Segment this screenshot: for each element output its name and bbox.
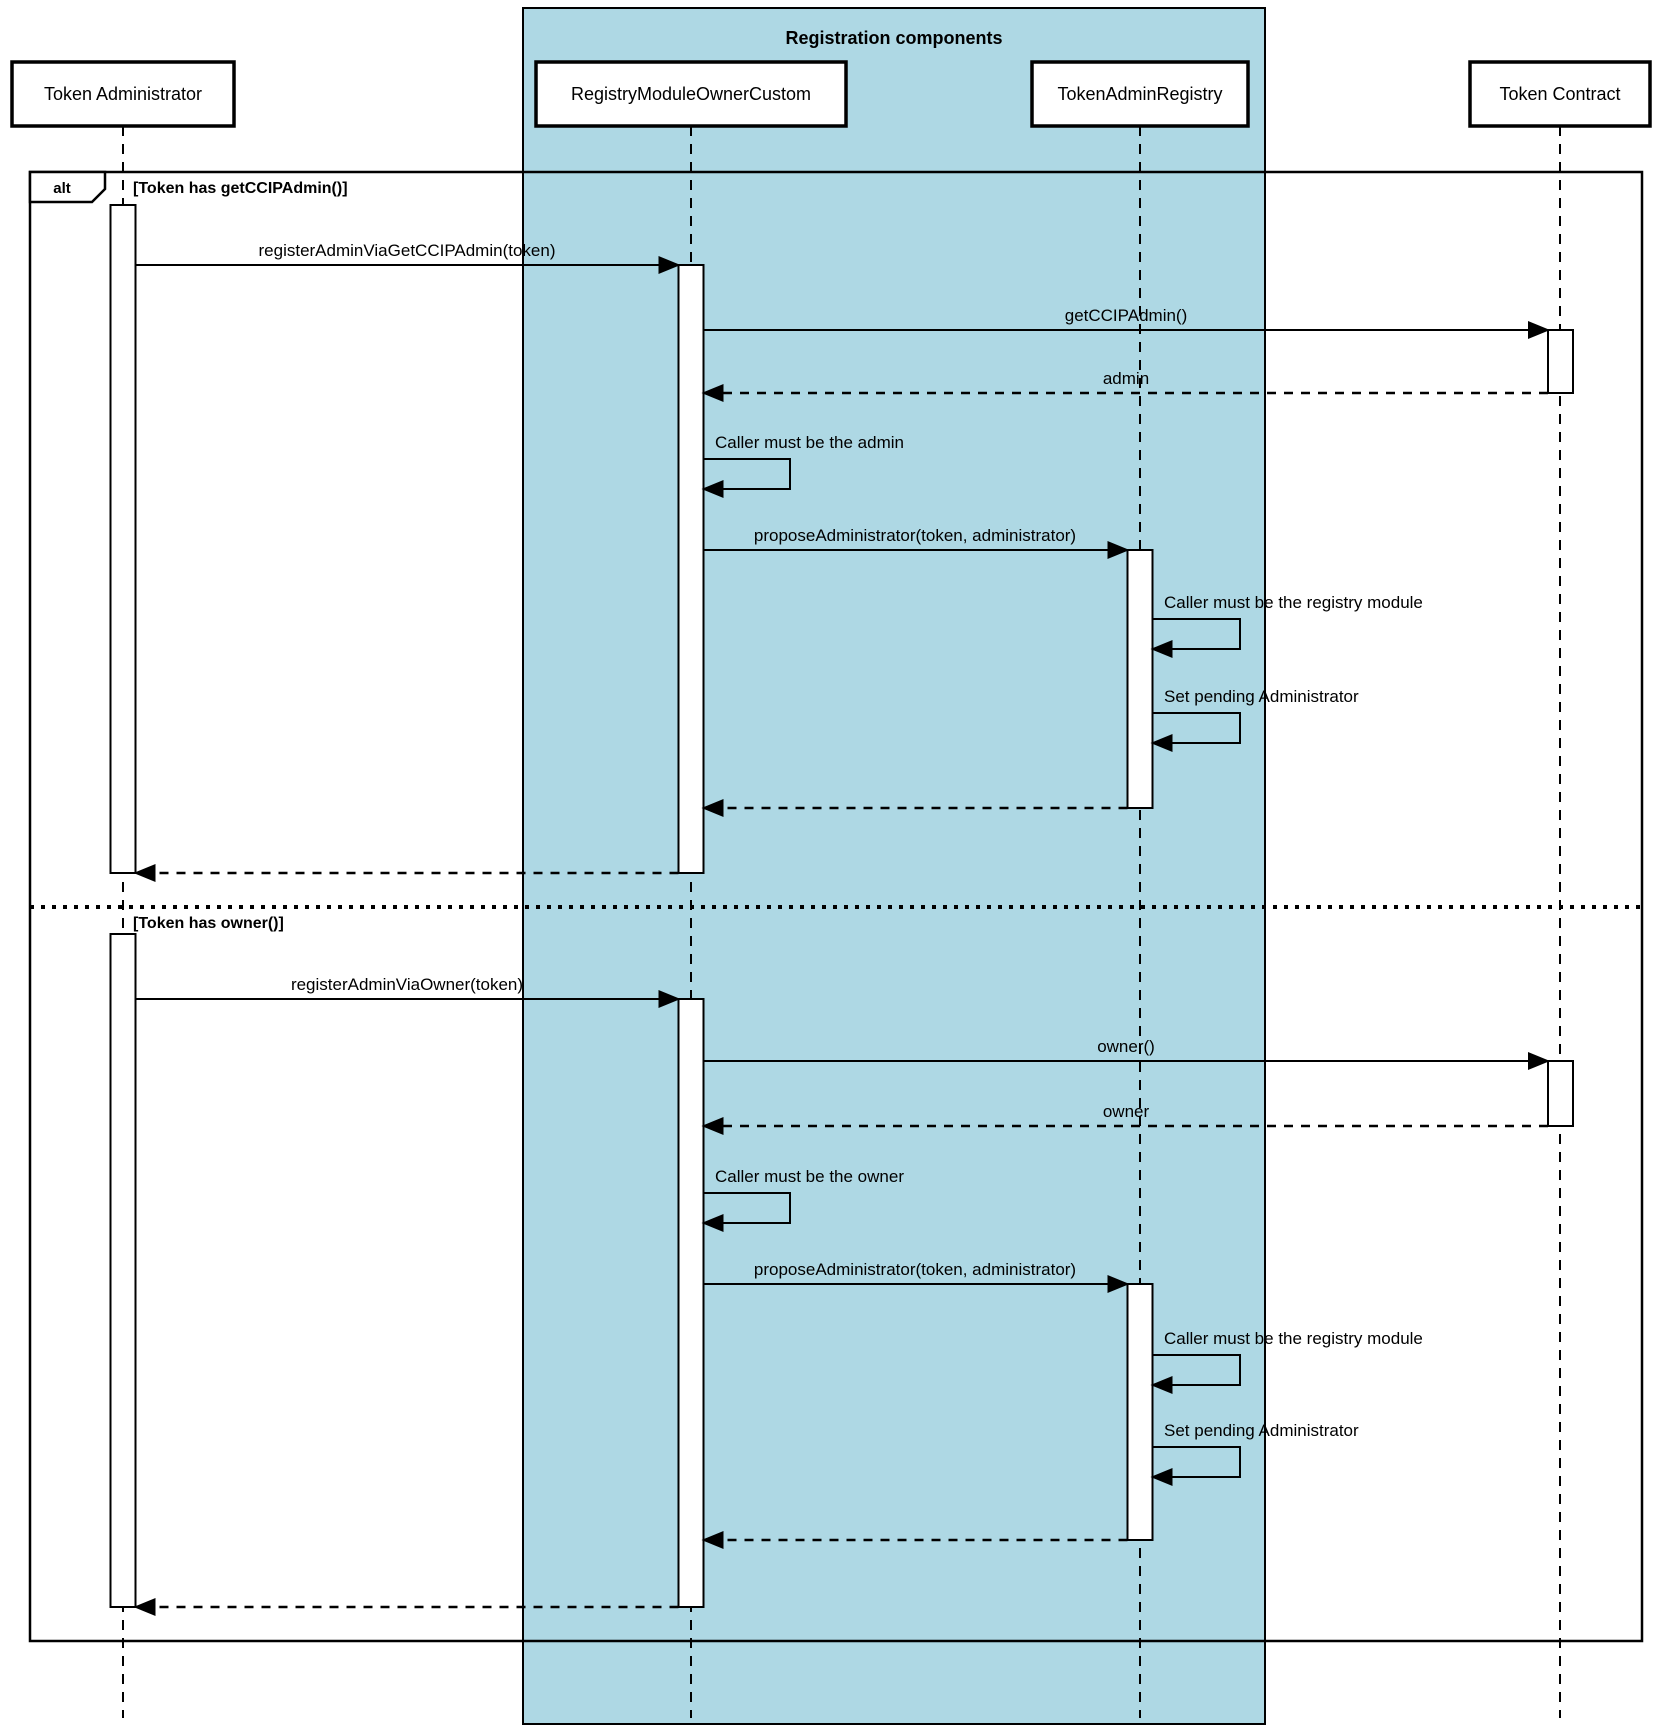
self-message-arrow	[1150, 712, 1241, 752]
participant-box	[1030, 60, 1250, 128]
message-label: registerAdminViaOwner(token)	[291, 975, 523, 994]
message-label: Caller must be the admin	[715, 433, 904, 452]
self-message-caller-must-be-admin: Caller must be the admin	[701, 433, 904, 498]
alt-operator-pentagon	[28, 170, 107, 204]
self-message-arrow	[1150, 1354, 1241, 1394]
message-label: Set pending Administrator	[1164, 1421, 1359, 1440]
guard-token-has-getccipadmin: [Token has getCCIPAdmin()]	[133, 180, 348, 197]
participant-token-admin-registry: TokenAdminRegistry	[1030, 60, 1250, 128]
alt-operator-label: alt	[53, 180, 71, 197]
activation-token-contract-2	[1547, 1060, 1574, 1127]
message-label: owner()	[1097, 1037, 1155, 1056]
participant-box	[534, 60, 848, 128]
message-label: Caller must be the registry module	[1164, 1329, 1423, 1348]
message-register-admin-via-getccipadmin: registerAdminViaGetCCIPAdmin(token)	[135, 241, 681, 274]
self-message-set-pending-administrator-2: Set pending Administrator	[1150, 1421, 1359, 1486]
message-owner-return: owner	[701, 1102, 1548, 1135]
message-label: proposeAdministrator(token, administrato…	[754, 1260, 1076, 1279]
activation-token-admin-registry-2	[1126, 1283, 1154, 1541]
activation-token-administrator-2	[109, 933, 137, 1608]
participant-box	[1468, 60, 1652, 128]
participant-label: Token Contract	[1499, 84, 1620, 104]
self-message-caller-must-be-registry-module-2: Caller must be the registry module	[1150, 1329, 1423, 1394]
participant-label: TokenAdminRegistry	[1057, 84, 1222, 104]
message-register-admin-via-owner: registerAdminViaOwner(token)	[135, 975, 681, 1008]
participant-label: RegistryModuleOwnerCustom	[571, 84, 811, 104]
container-title: Registration components	[785, 28, 1002, 48]
message-label: registerAdminViaGetCCIPAdmin(token)	[259, 241, 556, 260]
message-label: proposeAdministrator(token, administrato…	[754, 526, 1076, 545]
participant-box	[10, 60, 236, 128]
guard-token-has-owner: [Token has owner()]	[133, 915, 284, 932]
message-admin-return: admin	[701, 369, 1548, 402]
activation-registry-module-1	[677, 264, 705, 874]
participant-registry-module-owner-custom: RegistryModuleOwnerCustom	[534, 60, 848, 128]
self-message-arrow	[1150, 1446, 1241, 1486]
message-label: owner	[1103, 1102, 1150, 1121]
message-propose-administrator-1: proposeAdministrator(token, administrato…	[703, 526, 1130, 559]
message-propose-administrator-2: proposeAdministrator(token, administrato…	[703, 1260, 1130, 1293]
participant-label: Token Administrator	[44, 84, 202, 104]
self-message-arrow	[701, 458, 791, 498]
participant-token-administrator: Token Administrator	[10, 60, 236, 128]
activation-token-admin-registry-1	[1126, 549, 1154, 809]
self-message-set-pending-administrator-1: Set pending Administrator	[1150, 687, 1359, 752]
message-label: getCCIPAdmin()	[1065, 306, 1188, 325]
self-message-caller-must-be-owner: Caller must be the owner	[701, 1167, 904, 1232]
activation-token-contract-1	[1547, 329, 1574, 394]
activation-registry-module-2	[677, 998, 705, 1608]
self-message-arrow	[701, 1192, 791, 1232]
message-getccipadmin: getCCIPAdmin()	[703, 306, 1550, 339]
message-owner-call: owner()	[703, 1037, 1550, 1070]
self-message-caller-must-be-registry-module-1: Caller must be the registry module	[1150, 593, 1423, 658]
self-message-arrow	[1150, 618, 1241, 658]
message-label: Caller must be the owner	[715, 1167, 904, 1186]
message-label: Set pending Administrator	[1164, 687, 1359, 706]
message-label: admin	[1103, 369, 1149, 388]
activation-token-administrator-1	[109, 204, 137, 874]
participant-token-contract: Token Contract	[1468, 60, 1652, 128]
message-label: Caller must be the registry module	[1164, 593, 1423, 612]
